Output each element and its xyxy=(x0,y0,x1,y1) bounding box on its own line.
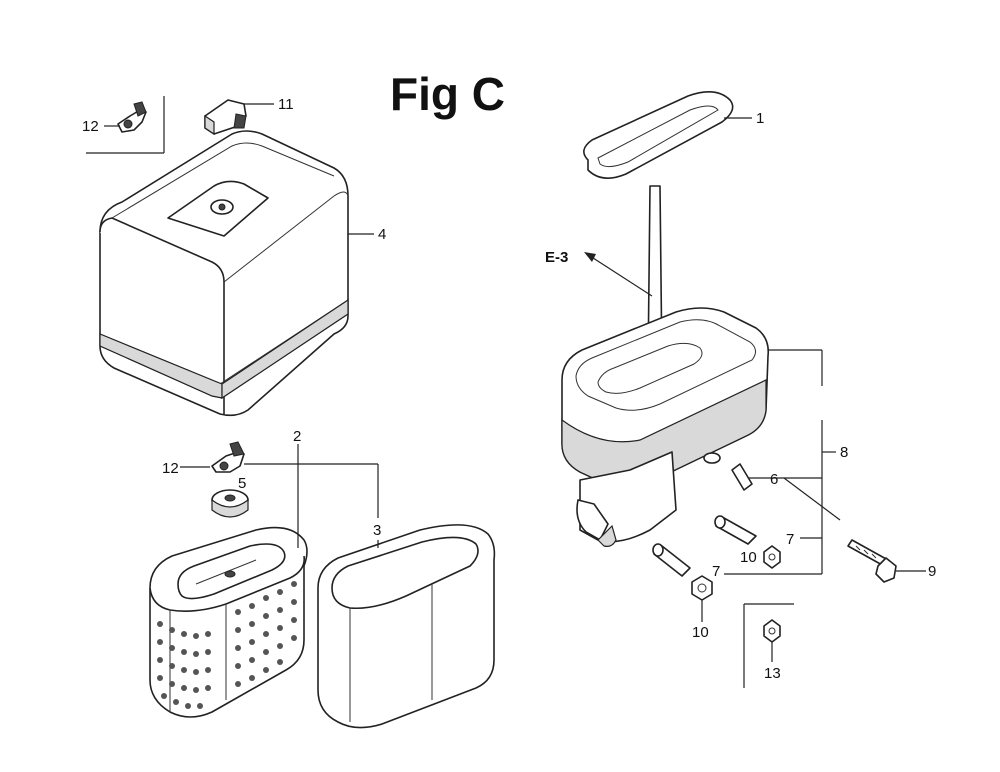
inset-box-12 xyxy=(86,96,165,154)
reference-e3: E-3 xyxy=(545,249,568,266)
callout-2: 2 xyxy=(293,428,301,445)
callout-7-upper: 7 xyxy=(786,531,794,548)
callout-11: 11 xyxy=(278,96,294,113)
callout-10-lower: 10 xyxy=(692,624,709,641)
pin-part-7-lower xyxy=(652,543,691,577)
paper-element-part-2 xyxy=(149,526,308,718)
callout-1: 1 xyxy=(756,110,764,127)
air-cleaner-cover-part-4 xyxy=(99,130,349,417)
inset-box-13 xyxy=(743,603,794,688)
wing-nut-part-12-top xyxy=(117,101,147,133)
callout-13: 13 xyxy=(764,665,781,682)
nut-part-13 xyxy=(763,619,781,643)
figure-title: Fig C xyxy=(390,68,505,120)
nut-part-10-right xyxy=(763,545,781,569)
bolt-part-9 xyxy=(847,539,897,583)
callout-12-top: 12 xyxy=(82,118,99,135)
pin-part-6 xyxy=(731,463,753,491)
grommet-part-5 xyxy=(211,489,249,518)
callout-10-right: 10 xyxy=(740,549,757,566)
nut-part-10-lower xyxy=(691,575,713,601)
callout-6: 6 xyxy=(770,471,778,488)
callout-4: 4 xyxy=(378,226,386,243)
pin-part-7-upper xyxy=(714,515,757,545)
callout-5: 5 xyxy=(238,475,246,492)
callout-3: 3 xyxy=(373,522,381,539)
gasket-part-1 xyxy=(583,91,734,179)
knob-part-11 xyxy=(204,99,247,136)
callout-8: 8 xyxy=(840,444,848,461)
callout-7-lower: 7 xyxy=(712,563,720,580)
callout-12-lower: 12 xyxy=(162,460,179,477)
filter-perforations xyxy=(157,581,297,709)
wing-nut-part-12-lower xyxy=(211,441,245,473)
leader-lines xyxy=(104,103,926,662)
foam-precleaner-part-3 xyxy=(317,524,496,729)
air-cleaner-base-part-8 xyxy=(561,185,770,547)
callout-9: 9 xyxy=(928,563,936,580)
